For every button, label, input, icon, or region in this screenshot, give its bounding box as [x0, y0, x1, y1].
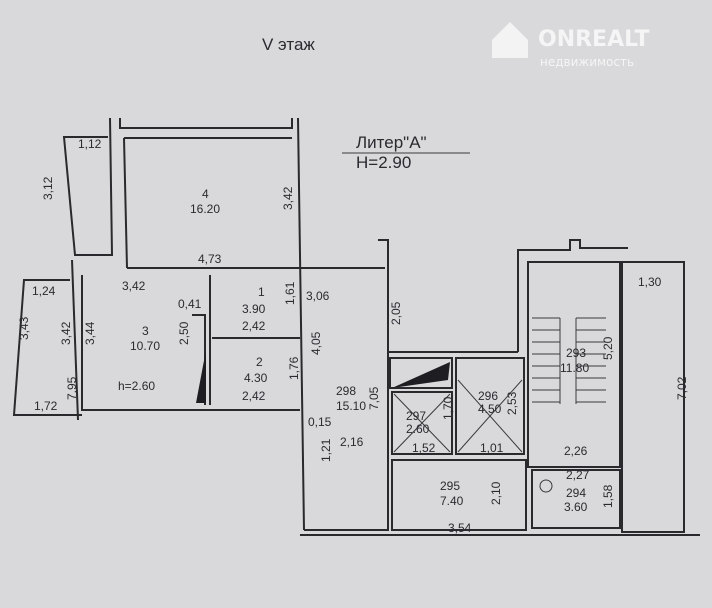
- dimension-label: 5,20: [601, 336, 615, 360]
- room-295-area: 7.40: [440, 494, 464, 508]
- room-1-area: 3.90: [242, 302, 266, 316]
- room-3-number: 3: [142, 324, 149, 338]
- dimension-label: 3,06: [306, 289, 330, 303]
- dimension-label: 3,42: [122, 279, 146, 293]
- room-298-number: 298: [336, 384, 356, 398]
- room-2-number: 2: [256, 355, 263, 369]
- dimension-label: 1,21: [319, 438, 333, 462]
- watermark: ONREALT недвижимость: [492, 22, 650, 69]
- dimension-label: 1,30: [638, 275, 662, 289]
- watermark-tagline: недвижимость: [540, 55, 634, 69]
- dimension-label: 2,26: [564, 444, 588, 458]
- dimension-label: 3,42: [59, 321, 73, 345]
- ceiling-height: H=2.90: [356, 153, 411, 172]
- dimension-label: 3,43: [17, 316, 31, 340]
- room-294-number: 294: [566, 486, 586, 500]
- watermark-brand: ONREALT: [538, 27, 650, 52]
- dimension-label: 2,42: [242, 389, 266, 403]
- room-3-area: 10.70: [130, 339, 160, 353]
- toilet-icon: [539, 479, 553, 493]
- room-3-height: h=2.60: [118, 379, 155, 393]
- dimension-label: 7,05: [367, 386, 381, 410]
- room-labels: 4 16.20 3 10.70 h=2.60 1 3.90 2 4.30 298…: [118, 187, 589, 514]
- dimension-label: 2,16: [340, 435, 364, 449]
- dimension-label: 2,27: [566, 468, 590, 482]
- room-296-number: 296: [478, 389, 498, 403]
- dimension-label: 2,50: [177, 321, 191, 345]
- room-296-area: 4.50: [478, 402, 502, 416]
- room-297-number: 297: [406, 409, 426, 423]
- room-298-area: 15.10: [336, 399, 366, 413]
- dimension-label: 1,76: [287, 356, 301, 380]
- liter-label: Литер"А": [356, 133, 427, 152]
- dimension-label: 1,70: [441, 396, 455, 420]
- dimension-label: 7,02: [675, 376, 689, 400]
- dimension-label: 0,41: [178, 297, 202, 311]
- room-293-number: 293: [566, 346, 586, 360]
- dimension-label: 1,01: [480, 441, 504, 455]
- dimension-label: 2,53: [505, 391, 519, 415]
- room-1-number: 1: [258, 285, 265, 299]
- room-2-area: 4.30: [244, 371, 268, 385]
- dimension-label: 3,42: [281, 186, 295, 210]
- dimension-label: 4,05: [309, 331, 323, 355]
- room-295-number: 295: [440, 479, 460, 493]
- room-297-area: 2.60: [406, 422, 430, 436]
- dimension-label: 3,54: [448, 521, 472, 535]
- dimension-label: 7,95: [65, 376, 79, 400]
- dimension-label: 1,52: [412, 441, 436, 455]
- dimension-label: 1,61: [283, 281, 297, 305]
- dimension-label: 1,58: [601, 484, 615, 508]
- floor-title: V этаж: [262, 35, 315, 54]
- dimension-label: 4,73: [198, 252, 222, 266]
- house-logo-icon: [492, 22, 528, 58]
- room-4-number: 4: [202, 187, 209, 201]
- dimension-label: 0,15: [308, 415, 332, 429]
- walls: [12, 117, 700, 536]
- room-4-area: 16.20: [190, 202, 220, 216]
- dimension-label: 3,12: [41, 176, 55, 200]
- dimension-label: 2,42: [242, 319, 266, 333]
- dimension-label: 2,05: [389, 301, 403, 325]
- dimension-labels: 1,12 3,12 3,42 4,73 3,42 1,24 3,43 3,42 3,44 0,41…: [17, 137, 689, 535]
- dimension-label: 3,44: [83, 321, 97, 345]
- dimension-label: 1,24: [32, 284, 56, 298]
- room-294-area: 3.60: [564, 500, 588, 514]
- dimension-label: 1,72: [34, 399, 58, 413]
- dimension-label: 2,10: [489, 481, 503, 505]
- dimension-label: 1,12: [78, 137, 102, 151]
- room-293-area: 11.80: [560, 361, 589, 375]
